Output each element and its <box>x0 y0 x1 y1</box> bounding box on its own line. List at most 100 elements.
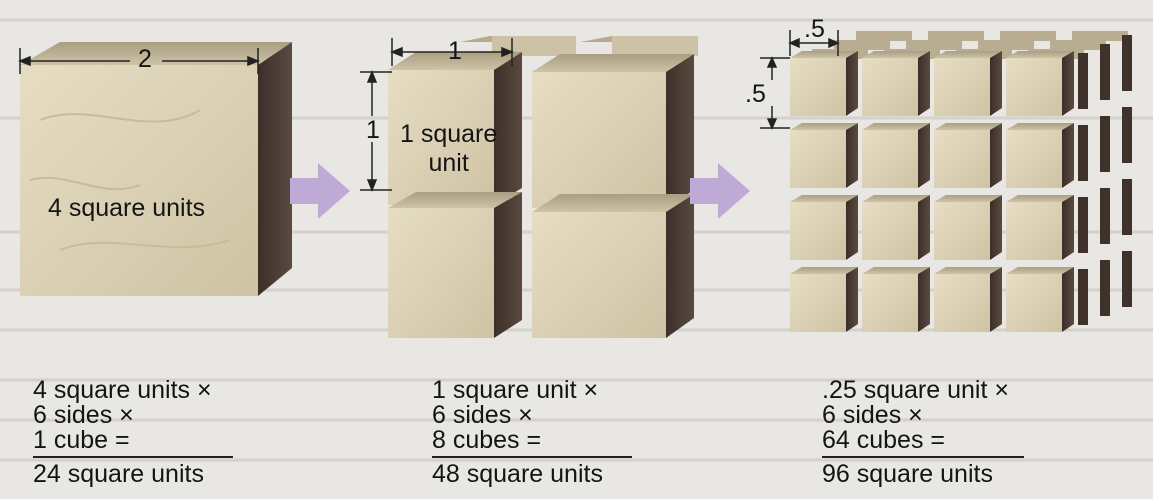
calc-line-2: 6 sides × <box>822 401 923 429</box>
small-cube-back-top <box>928 31 984 41</box>
calc-line-3: 1 cube = <box>33 426 130 454</box>
small-cube-group <box>790 31 1132 332</box>
small-cube-top <box>862 267 930 274</box>
arrow-right-icon <box>290 163 350 219</box>
calc-divider <box>33 456 233 458</box>
small-cube-front <box>790 274 846 332</box>
small-cube-top <box>1006 123 1074 130</box>
face-label-4-square-units: 4 square units <box>48 194 206 222</box>
dimension-label-1-width: 1 <box>448 37 462 65</box>
dimension-line-1-height <box>360 69 392 193</box>
small-cube-front <box>934 130 990 188</box>
dimension-label-half-height: .5 <box>745 80 766 108</box>
small-cube-side <box>846 195 858 260</box>
dimension-line-2 <box>17 48 261 74</box>
small-cube-front <box>1006 58 1062 116</box>
calc-line-2: 6 sides × <box>33 401 134 429</box>
calc-divider <box>432 456 632 458</box>
small-cube-top <box>1006 51 1074 58</box>
small-cube-back-top <box>1072 31 1128 41</box>
calc-line-3: 8 cubes = <box>432 426 542 454</box>
small-cube-top <box>1006 267 1074 274</box>
small-cube-side <box>918 51 930 116</box>
small-cube-back-side <box>1100 44 1110 100</box>
small-cube-side <box>990 195 1002 260</box>
small-cube-side <box>990 123 1002 188</box>
small-cube-back-side <box>1122 35 1132 91</box>
face-label-line1: 1 square <box>400 120 498 148</box>
small-cube-back-side <box>1122 107 1132 163</box>
dimension-label-1-height: 1 <box>366 116 380 144</box>
small-cube-side <box>1062 267 1074 332</box>
dimension-line-1-width <box>389 38 515 66</box>
face-label-1-square-unit: 1 square unit <box>400 120 497 178</box>
dimension-line-half-width <box>788 30 840 56</box>
small-cube-front <box>934 58 990 116</box>
calculation-stage1: 4 square units × 6 sides × 1 cube = 24 s… <box>33 378 233 487</box>
small-cube-top <box>1006 195 1074 202</box>
small-cube-side <box>918 267 930 332</box>
face-label-line2: unit <box>428 149 469 177</box>
small-cube-top <box>934 195 1002 202</box>
small-cube-front <box>790 130 846 188</box>
small-cube-side <box>846 51 858 116</box>
calculation-stage2: 1 square unit × 6 sides × 8 cubes = 48 s… <box>432 378 632 487</box>
small-cube-back-side <box>1122 251 1132 307</box>
small-cube-front <box>862 58 918 116</box>
small-cube-top <box>934 267 1002 274</box>
calc-line-1: 1 square unit × <box>432 376 599 404</box>
small-cube-side <box>918 123 930 188</box>
small-cube-side <box>1062 195 1074 260</box>
calc-result: 24 square units <box>33 460 204 488</box>
small-cube-front <box>1006 274 1062 332</box>
small-cube-back-side <box>1078 53 1088 109</box>
small-cube-front <box>1006 202 1062 260</box>
small-cube-back-top <box>856 31 912 41</box>
small-cube-back-side <box>1122 179 1132 235</box>
small-cube-side <box>918 195 930 260</box>
large-cube-top <box>20 42 292 65</box>
small-cube-side <box>846 123 858 188</box>
small-cube-back-side <box>1100 260 1110 316</box>
small-cube-front <box>934 274 990 332</box>
small-cube-top <box>862 123 930 130</box>
small-cube-front <box>862 202 918 260</box>
small-cube-back-side <box>1078 197 1088 253</box>
small-cube-back-side <box>1100 116 1110 172</box>
small-cube-front <box>1006 130 1062 188</box>
large-cube-front <box>20 65 258 296</box>
calc-divider <box>822 456 1024 458</box>
calc-result: 96 square units <box>822 460 993 488</box>
large-cube-side <box>258 42 292 296</box>
small-cube-side <box>846 267 858 332</box>
small-cube-back-side <box>1078 125 1088 181</box>
small-cube-top <box>790 51 858 58</box>
small-cube-back-top <box>834 40 890 50</box>
dimension-label-2: 2 <box>138 45 152 73</box>
small-cube-top <box>790 267 858 274</box>
small-cube-top <box>934 123 1002 130</box>
small-cube-back-side <box>1078 269 1088 325</box>
small-cube-back-top <box>978 40 1034 50</box>
small-cube-top <box>790 123 858 130</box>
small-cube-back-top <box>1000 31 1056 41</box>
dimension-label-half-width: .5 <box>804 15 825 43</box>
small-cube-side <box>1062 123 1074 188</box>
calc-result: 48 square units <box>432 460 603 488</box>
small-cube-back-side <box>1100 188 1110 244</box>
small-cube-side <box>990 51 1002 116</box>
arrow-right-icon-2 <box>690 163 750 219</box>
small-cube-front <box>862 274 918 332</box>
calc-line-3: 64 cubes = <box>822 426 946 454</box>
small-cube-front <box>934 202 990 260</box>
small-cube-top <box>934 51 1002 58</box>
large-cube <box>20 42 292 296</box>
calculation-stage3: .25 square unit × 6 sides × 64 cubes = 9… <box>822 378 1024 487</box>
small-cube-top <box>790 195 858 202</box>
small-cube-back-top <box>1050 40 1106 50</box>
dimension-line-half-height <box>760 56 790 130</box>
medium-cube-group <box>388 36 700 338</box>
small-cube-top <box>862 195 930 202</box>
small-cube-front <box>790 202 846 260</box>
